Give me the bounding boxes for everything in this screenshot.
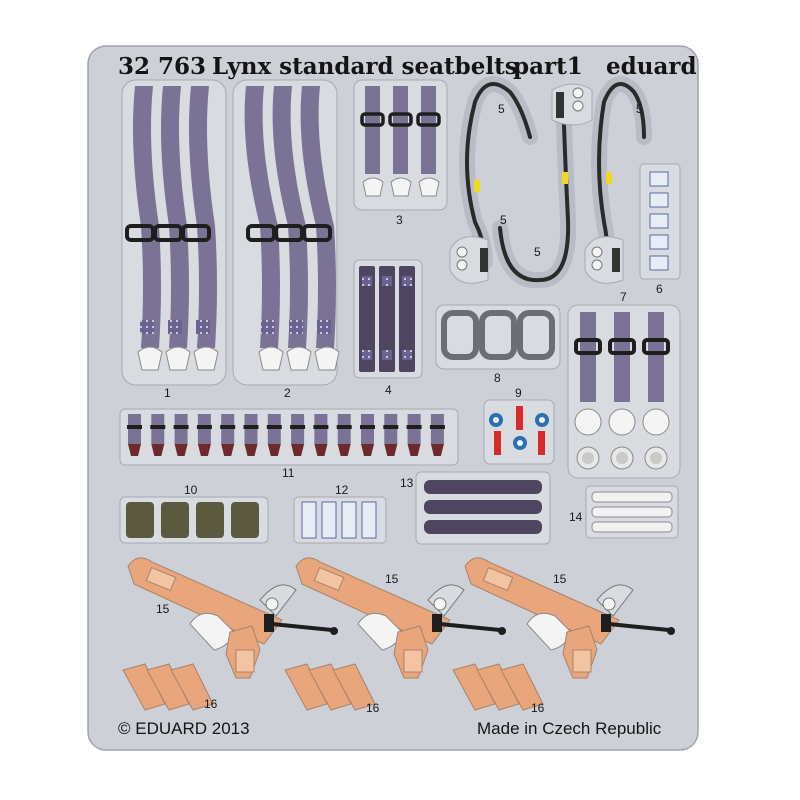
part-number-9: 9 (515, 386, 522, 400)
part-5-connectors (449, 83, 624, 284)
set-number: 32 763 (118, 53, 207, 80)
part-8-frames (435, 304, 561, 370)
part-1-shoulder-belts (121, 79, 227, 386)
part-number-7: 7 (620, 290, 627, 304)
part-number-14: 14 (569, 510, 583, 524)
part-number-8: 8 (494, 371, 501, 385)
part-11-strap-end (127, 414, 142, 456)
part-3-belts (353, 79, 448, 211)
part-11-strap-end (360, 414, 375, 456)
part-number-12: 12 (335, 483, 349, 497)
set-part: part1 (513, 53, 583, 80)
part-14-tubes (585, 485, 679, 539)
part-number-5b: 5 (636, 102, 643, 116)
part-11-items (127, 414, 445, 456)
set-title: Lynx standard seatbelts (212, 53, 518, 80)
part-11-strap-end (196, 414, 212, 456)
part-5-cables (459, 76, 652, 289)
part-number-15c: 15 (553, 572, 567, 586)
part-11-strap-end (313, 414, 329, 456)
part-15-harness (127, 557, 338, 679)
part-4-straps (353, 259, 423, 379)
part-11-strap-end (220, 414, 236, 456)
part-number-6: 6 (656, 282, 663, 296)
part-number-5a: 5 (498, 102, 505, 116)
part-number-11: 11 (282, 466, 295, 480)
part-number-5c: 5 (500, 213, 507, 227)
part-13-straps (415, 471, 551, 545)
part-number-3: 3 (396, 213, 403, 227)
part-number-10: 10 (184, 483, 198, 497)
part-number-1: 1 (164, 386, 171, 400)
part-12-buckles (293, 496, 387, 544)
part-11-strap-end (173, 414, 189, 456)
part-11-strap-end (406, 414, 422, 456)
part-number-5d: 5 (534, 245, 541, 259)
brand-logo: eduard (606, 53, 697, 80)
part-number-2: 2 (284, 386, 291, 400)
part-number-16b: 16 (366, 701, 380, 715)
part-number-16a: 16 (204, 697, 218, 711)
part-11-strap-end (243, 414, 259, 456)
part-number-15a: 15 (156, 602, 170, 616)
part-number-13: 13 (400, 476, 414, 490)
part-number-15b: 15 (385, 572, 399, 586)
part-number-16c: 16 (531, 701, 545, 715)
part-11-strap-end (150, 414, 166, 456)
part-10-pads (119, 496, 269, 544)
copyright-text: © EDUARD 2013 (118, 719, 250, 738)
part-16-pads (122, 663, 214, 711)
part-7-lap-belts (567, 304, 681, 479)
part-number-4: 4 (385, 383, 392, 397)
part-11-strap-end (290, 414, 306, 456)
part-11-strap-end (266, 414, 282, 456)
part-2-shoulder-belts (232, 79, 340, 386)
part-11-strap-end (336, 414, 352, 456)
part-9-switches (483, 399, 555, 465)
part-11-strap-end (383, 414, 399, 456)
part-11-strap-ends (119, 408, 459, 466)
part-6-buckles (639, 163, 681, 280)
part-11-strap-end (429, 414, 445, 456)
origin-text: Made in Czech Republic (477, 719, 662, 738)
